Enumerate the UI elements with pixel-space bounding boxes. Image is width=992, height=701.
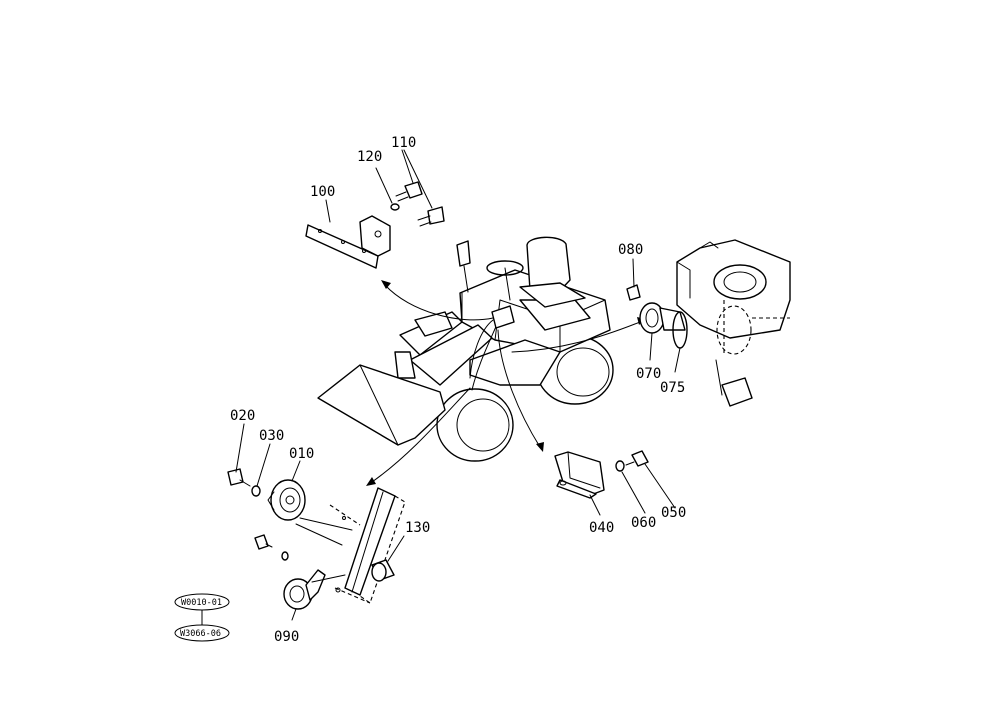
callout-040: 040: [589, 520, 614, 536]
frame-rail-assembly: [254, 487, 406, 621]
callout-030: 030: [259, 428, 284, 444]
callout-010: 010: [289, 446, 314, 462]
relay-040-assembly: [554, 450, 676, 516]
callout-090: 090: [274, 629, 299, 645]
bracket-100-assembly: [305, 149, 445, 269]
callout-130: 130: [405, 520, 430, 536]
callout-060: 060: [631, 515, 656, 531]
fuel-gauge-assembly: [626, 239, 791, 407]
callout-070: 070: [636, 366, 661, 382]
drawing-code-upper: W0010-01: [181, 598, 222, 608]
callout-075: 075: [660, 380, 685, 396]
callout-080: 080: [618, 242, 643, 258]
tractor-loader-illustration: [317, 236, 614, 462]
callout-labels: 110 120 100 080 070 075 020 030 010 050 …: [230, 135, 686, 645]
callout-050: 050: [661, 505, 686, 521]
horn-010-assembly: [227, 423, 353, 546]
callout-100: 100: [310, 184, 335, 200]
callout-120: 120: [357, 149, 382, 165]
callout-110: 110: [391, 135, 416, 151]
drawing-codes: W0010-01 W3066-06: [174, 593, 230, 642]
drawing-code-lower: W3066-06: [180, 629, 221, 639]
callout-020: 020: [230, 408, 255, 424]
